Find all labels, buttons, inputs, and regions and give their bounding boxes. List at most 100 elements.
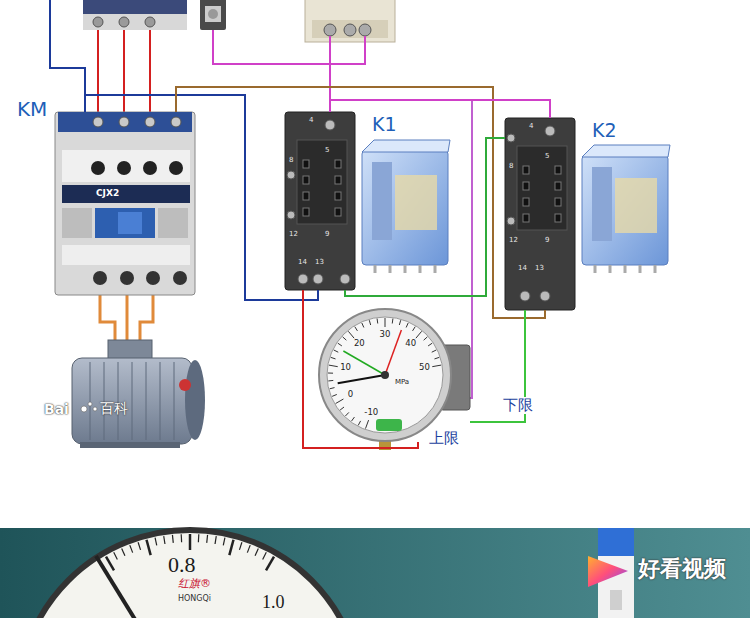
- contactor: [62, 208, 92, 238]
- relay-label: K1: [372, 114, 397, 136]
- relay-socket: [325, 120, 335, 130]
- relay-socket: K14581291413: [285, 112, 355, 290]
- terminal-number: 9: [325, 230, 329, 238]
- play-icon: [588, 556, 628, 587]
- relay-socket: [303, 208, 309, 216]
- scale-tick: [147, 540, 151, 555]
- scale-tick: [334, 350, 338, 352]
- scale-tick: [328, 318, 441, 429]
- scale-tick: [155, 538, 157, 546]
- scale-tick: [424, 337, 428, 340]
- contactor: [91, 161, 105, 175]
- scale-tick: [416, 331, 422, 338]
- relay-socket: [287, 171, 295, 179]
- video-frame: [0, 528, 750, 618]
- fuse-holder: [200, 0, 226, 30]
- pushbutton-block: [305, 0, 395, 42]
- relay-socket: [287, 211, 295, 219]
- fuse-holder: [205, 6, 221, 22]
- scale-tick: [114, 552, 118, 559]
- terminal-number: 9: [545, 236, 549, 244]
- pressure-gauge: [338, 375, 385, 383]
- scale-tick: [328, 373, 333, 374]
- circuit-breaker: [83, 0, 187, 30]
- relay-socket: [517, 146, 567, 230]
- wire: [345, 138, 505, 296]
- relay: [582, 155, 668, 265]
- contactor: [158, 208, 188, 238]
- watermark: 好看视频: [638, 556, 726, 581]
- motor: [80, 442, 180, 448]
- terminal-number: 13: [315, 258, 324, 266]
- scale-tick: [330, 388, 335, 389]
- relay-socket: [303, 176, 309, 184]
- pressure-gauge: [381, 371, 389, 379]
- pressure-gauge: [327, 317, 443, 433]
- terminal-number: 12: [289, 230, 298, 238]
- limit-label: 下限: [502, 397, 534, 414]
- wire: [100, 295, 115, 345]
- contactor: [62, 245, 190, 265]
- relay-socket: [335, 208, 341, 216]
- scale-tick: [428, 343, 432, 346]
- relay: [615, 178, 657, 233]
- relay-socket: [313, 274, 323, 284]
- relay-socket: [523, 214, 529, 222]
- relay: [592, 167, 612, 241]
- relay-label: K2: [592, 120, 617, 142]
- motor: [93, 407, 97, 411]
- scale-tick: [406, 323, 408, 328]
- scale-tick: [122, 549, 125, 556]
- contactor: [145, 117, 155, 127]
- wire: [213, 30, 365, 64]
- relay-socket: [335, 160, 341, 168]
- scale-number: 30: [380, 330, 391, 340]
- video-frame: [598, 528, 634, 556]
- relay: [582, 145, 670, 157]
- motor: [90, 362, 174, 440]
- scale-tick: [332, 394, 337, 396]
- relay: [362, 140, 450, 273]
- relay-socket: [285, 112, 355, 290]
- relay-socket: [297, 140, 347, 224]
- scale-tick: [164, 536, 165, 544]
- pushbutton-block: [359, 24, 371, 36]
- video-frame: [18, 530, 362, 618]
- relay-socket: [335, 192, 341, 200]
- pushbutton-block: [312, 20, 388, 38]
- wire: [149, 30, 151, 112]
- scale-tick: [198, 534, 200, 542]
- scale-tick: [338, 343, 342, 346]
- relay-socket: [555, 214, 561, 222]
- scale-number: 20: [354, 340, 365, 350]
- contactor: [118, 212, 142, 234]
- contactor: KM: [55, 112, 195, 295]
- contactor: [120, 271, 134, 285]
- scale-tick: [181, 534, 183, 542]
- wire: [330, 100, 550, 118]
- wire: [85, 95, 318, 300]
- scale-tick: [223, 538, 225, 546]
- circuit-breaker: [145, 17, 155, 27]
- relay-socket: [555, 182, 561, 190]
- contactor: [55, 112, 195, 295]
- video-frame: [610, 590, 622, 610]
- contactor: [93, 117, 103, 127]
- scale-number: 0: [348, 390, 353, 400]
- terminal-number: 14: [298, 258, 307, 266]
- scale-number: 10: [340, 363, 351, 373]
- pressure-gauge: [319, 309, 451, 441]
- video-frame: [96, 556, 160, 618]
- pushbutton-block: [324, 24, 336, 36]
- model-label: CJX2: [96, 188, 119, 198]
- terminal-number: 13: [535, 264, 544, 272]
- scale-tick: [355, 327, 358, 331]
- circuit-breaker: [83, 0, 187, 30]
- contactor: [58, 112, 192, 132]
- relay-socket: [505, 118, 575, 310]
- scale-tick: [263, 552, 267, 559]
- scale-tick: [206, 535, 208, 543]
- scale-tick: [362, 323, 364, 328]
- scale-tick: [229, 540, 233, 555]
